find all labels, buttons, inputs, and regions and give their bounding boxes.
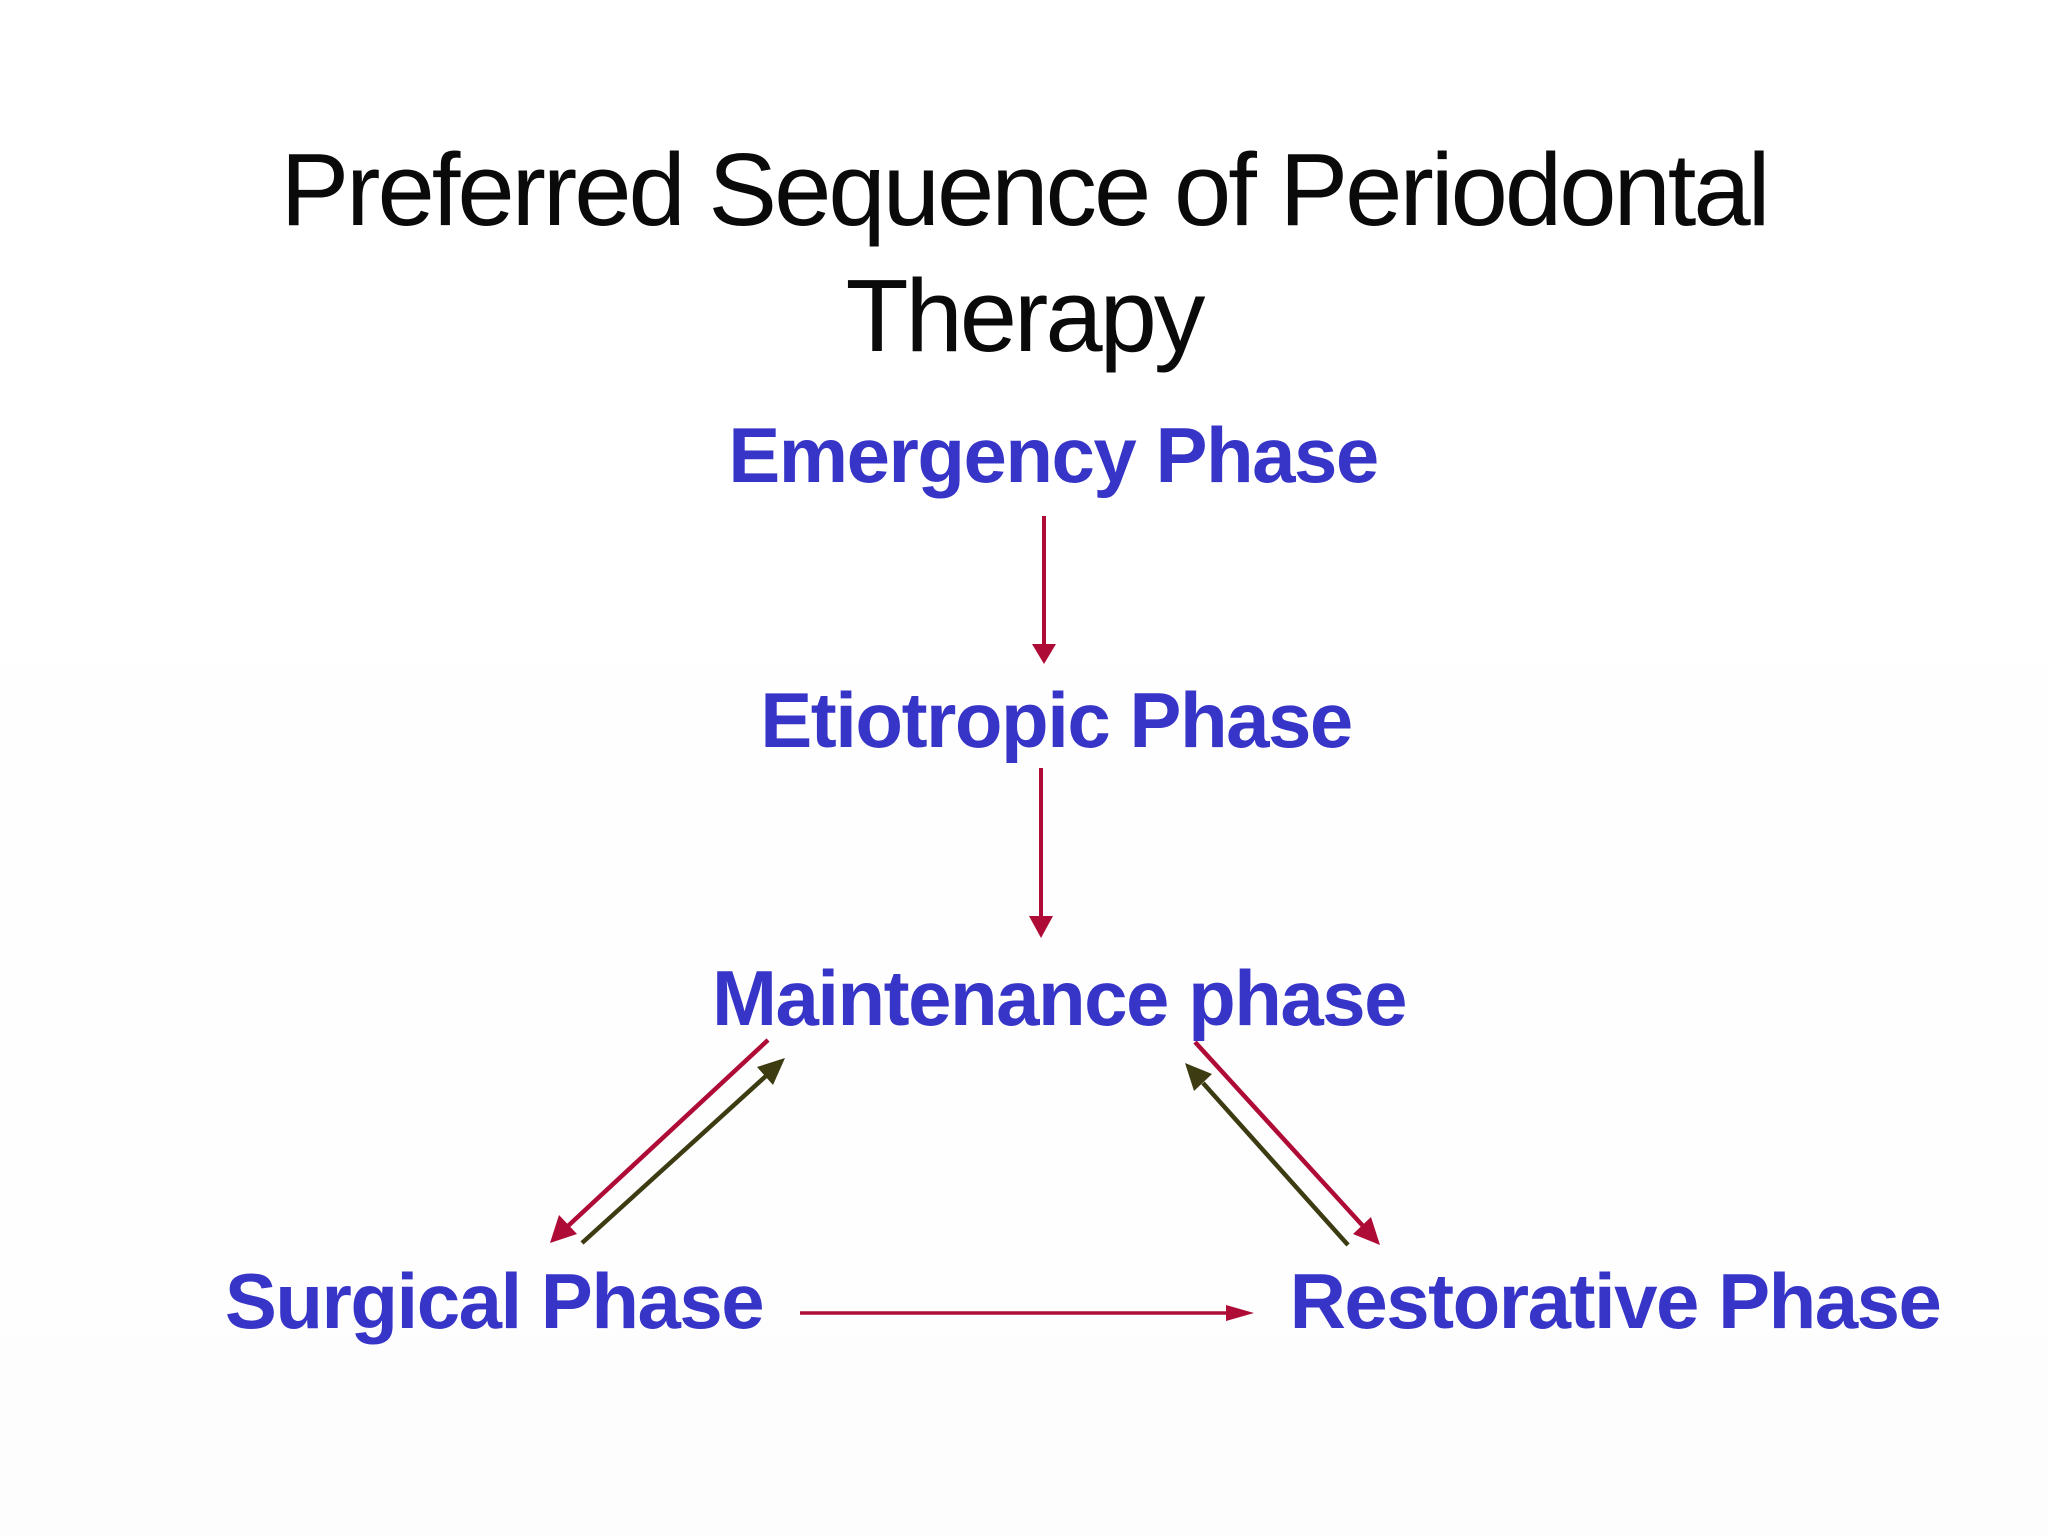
node-emergency-phase: Emergency Phase <box>728 411 1379 499</box>
slide-title: Preferred Sequence of Periodontal Therap… <box>280 132 1770 373</box>
arrow-maintenance-to-surgical <box>550 1038 770 1243</box>
arrow-restorative-to-maintenance <box>1185 1063 1350 1247</box>
arrow-emergency-to-etiotropic <box>1032 516 1056 664</box>
arrow-maintenance-to-restorative <box>1193 1040 1380 1245</box>
arrow-etiotropic-to-maintenance <box>1029 768 1053 938</box>
arrow-surgical-to-maintenance <box>580 1058 785 1245</box>
node-restorative-phase: Restorative Phase <box>1289 1257 1942 1345</box>
node-surgical-phase: Surgical Phase <box>224 1257 765 1345</box>
node-etiotropic-phase: Etiotropic Phase <box>760 676 1353 764</box>
arrow-surgical-to-restorative <box>800 1305 1254 1321</box>
node-maintenance-phase: Maintenance phase <box>711 954 1408 1042</box>
